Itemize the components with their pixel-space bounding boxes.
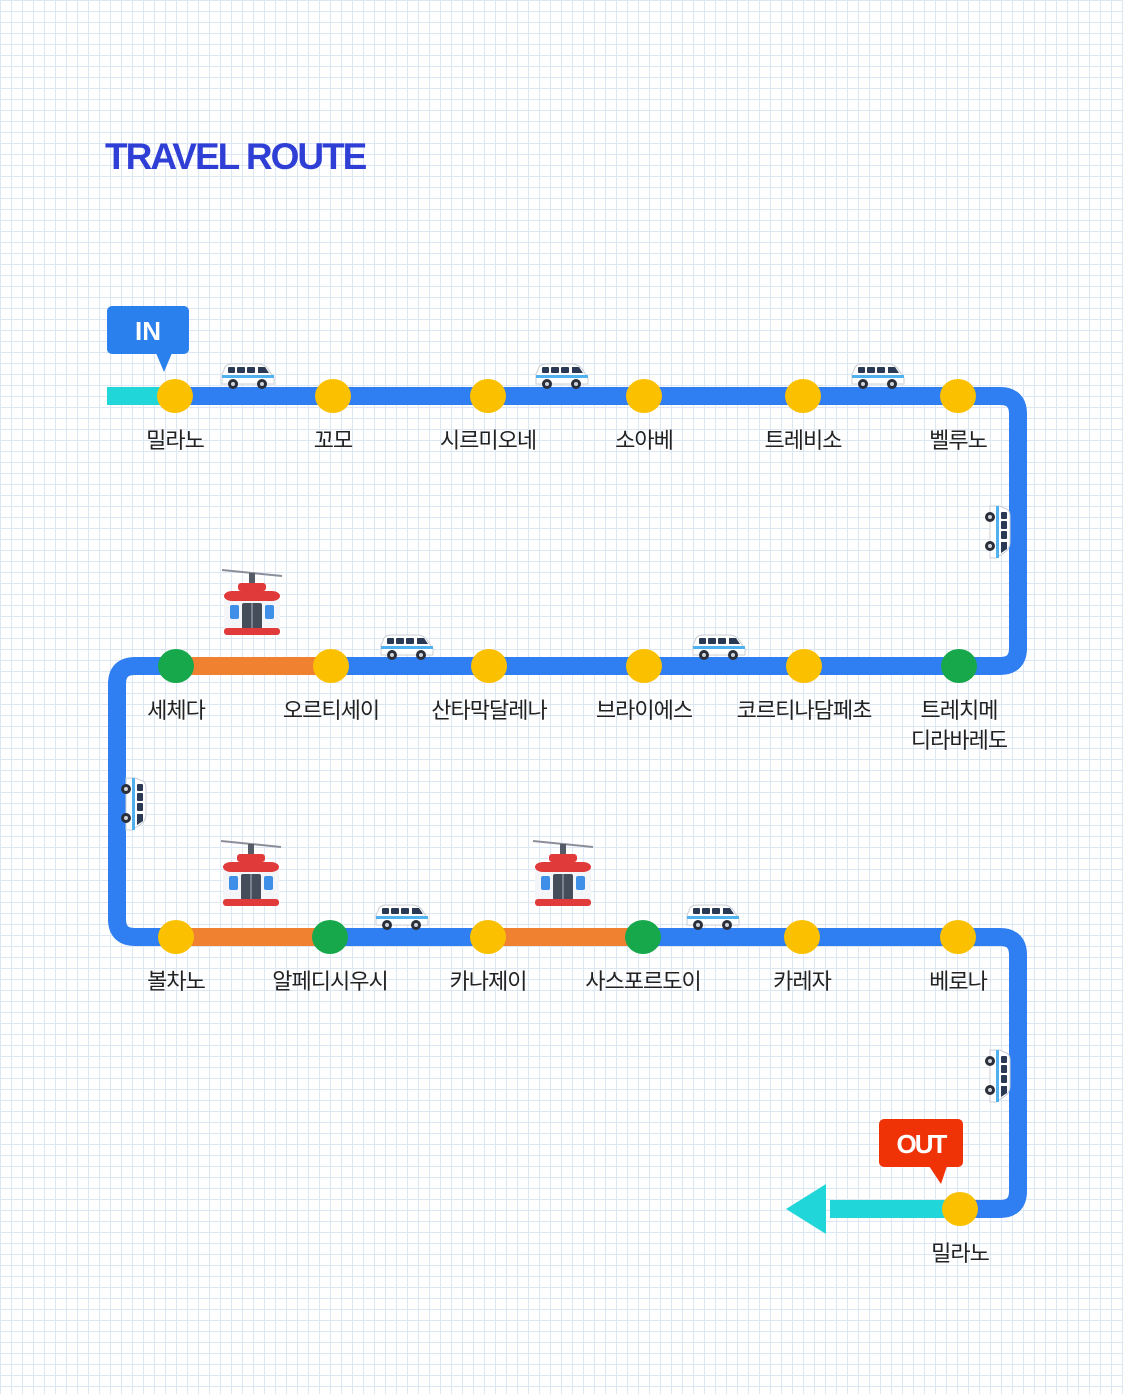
bus-stop-dot xyxy=(157,379,193,413)
bus-stop-dot xyxy=(785,379,821,413)
out-badge-text: OUT xyxy=(897,1129,948,1159)
cablecar-stop-dot xyxy=(941,649,977,683)
van-icon xyxy=(380,634,434,661)
bus-stop-dot xyxy=(470,920,506,954)
stop-label: 시르미오네 xyxy=(439,429,537,454)
van-icon xyxy=(686,904,740,931)
stop-label: 사스포르도이 xyxy=(585,970,701,995)
van-icon xyxy=(984,505,1011,559)
cablecar-stop-dot xyxy=(625,920,661,954)
bus-stop-dot xyxy=(471,649,507,683)
van-icon xyxy=(375,904,429,931)
stop-label: 밀라노 xyxy=(146,429,205,454)
stop-dots xyxy=(157,379,978,1226)
in-badge-text: IN xyxy=(135,316,161,346)
stop-label: 베로나 xyxy=(929,970,988,995)
bus-stop-dot xyxy=(626,379,662,413)
route-path xyxy=(108,387,1027,1218)
bus-stop-dot xyxy=(313,649,349,683)
stop-label: 꼬모 xyxy=(313,429,353,454)
bus-stop-dot xyxy=(786,649,822,683)
end-line xyxy=(830,1200,960,1218)
stop-label: 트레비소 xyxy=(764,429,843,454)
bus-stop-dot xyxy=(470,379,506,413)
van-icon xyxy=(535,363,589,390)
stop-label: 카나제이 xyxy=(449,970,528,995)
in-badge: IN xyxy=(107,306,189,372)
exit-arrow-icon xyxy=(786,1184,826,1234)
cablecar-stop-dot xyxy=(158,649,194,683)
bus-stop-dot xyxy=(315,379,351,413)
van-icon xyxy=(692,634,746,661)
bus-stop-dot xyxy=(940,379,976,413)
page-title: TRAVEL ROUTE xyxy=(105,136,367,177)
stop-label: 볼차노 xyxy=(147,970,206,995)
cablecar-segments xyxy=(176,657,643,946)
stop-label: 브라이에스 xyxy=(595,699,693,724)
bus-stop-dot xyxy=(784,920,820,954)
bus-stop-dot xyxy=(626,649,662,683)
cable-car-icon xyxy=(221,569,283,636)
cable-car-icon xyxy=(220,840,282,907)
out-badge: OUT xyxy=(879,1119,963,1184)
stop-label: 세체다 xyxy=(147,699,206,724)
cablecar-stop-dot xyxy=(312,920,348,954)
stop-label: 알페디시우시 xyxy=(272,970,388,995)
cable-car-icon xyxy=(532,840,594,907)
stop-label: 벨루노 xyxy=(929,429,988,454)
van-icon xyxy=(221,363,275,390)
stop-label: 오르티세이 xyxy=(282,699,380,724)
stop-label: 코르티나담페초 xyxy=(736,699,873,724)
bus-stop-dot xyxy=(940,920,976,954)
stop-label: 트레치메 디라바레도 xyxy=(910,699,1008,754)
stop-label: 소아베 xyxy=(615,429,674,454)
bus-stop-dot xyxy=(942,1192,978,1226)
van-icon xyxy=(984,1049,1011,1103)
endpoint-lines xyxy=(107,387,960,1234)
stop-label: 카레자 xyxy=(773,970,832,995)
bus-stop-dot xyxy=(158,920,194,954)
stop-label: 산타막달레나 xyxy=(431,699,547,724)
van-icon xyxy=(851,363,905,390)
stop-label: 밀라노 xyxy=(931,1242,990,1267)
